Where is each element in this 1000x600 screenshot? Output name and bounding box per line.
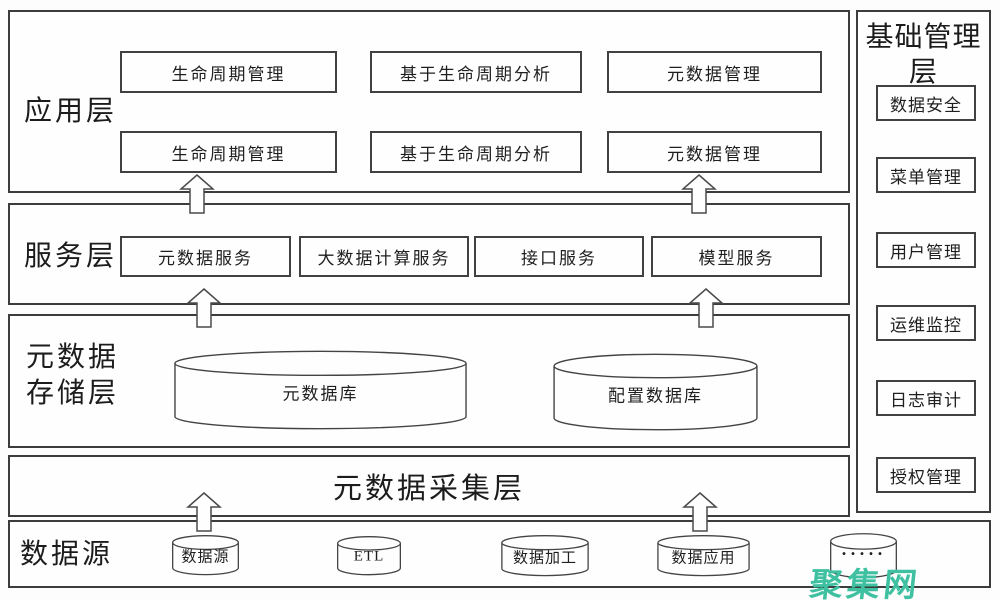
management-item: 数据安全 (876, 85, 976, 121)
service-box: 模型服务 (651, 236, 822, 277)
up-arrow-icon (186, 492, 222, 532)
datasource-layer-label: 数据源 (20, 539, 114, 570)
cylinder-label: ETL (353, 548, 385, 565)
service-layer-label: 服务层 (24, 241, 118, 272)
cylinder-label: 元数据库 (282, 384, 359, 404)
app-box: 基于生命周期分析 (370, 131, 582, 173)
watermark-text: 聚集网 (807, 566, 923, 600)
cylinder-label: 数据加工 (512, 550, 577, 567)
datasource-cylinder: 数据加工 (501, 535, 589, 577)
datasource-cylinder: ETL (337, 536, 401, 576)
storage-layer: 元数据存储层 元数据库 配置数据库 (8, 314, 850, 448)
database-cylinder: 元数据库 (172, 350, 469, 430)
app-box: 基于生命周期分析 (370, 51, 582, 93)
datasource-cylinder: 数据源 (172, 535, 239, 576)
management-item: 用户管理 (876, 232, 976, 268)
management-panel-title: 基础管理层 (865, 22, 982, 88)
application-layer-label: 应用层 (24, 96, 118, 127)
management-panel: 基础管理层 数据安全 菜单管理 用户管理 运维监控 日志审计 授权管理 (856, 10, 991, 513)
management-item: 日志审计 (876, 380, 976, 416)
service-box: 大数据计算服务 (299, 236, 469, 277)
ellipsis-label: ····· (840, 543, 886, 564)
management-item: 授权管理 (876, 457, 976, 493)
up-arrow-icon (179, 174, 215, 214)
service-box: 元数据服务 (120, 236, 291, 277)
datasource-layer: 数据源 数据源 ETL 数据加工 (8, 520, 991, 588)
datasource-cylinder: 数据应用 (657, 535, 750, 577)
up-arrow-icon (688, 288, 724, 328)
collection-layer: 元数据采集层 (8, 455, 850, 517)
management-item: 菜单管理 (876, 157, 976, 193)
up-arrow-icon (186, 288, 222, 328)
cylinder-label: 配置数据库 (608, 386, 703, 406)
application-layer: 应用层 生命周期管理 基于生命周期分析 元数据管理 生命周期管理 基于生命周期分… (8, 10, 850, 193)
up-arrow-icon (681, 174, 717, 214)
app-box: 生命周期管理 (120, 131, 337, 173)
service-box: 接口服务 (474, 236, 644, 277)
app-box: 元数据管理 (607, 51, 822, 93)
cylinder-label: 数据应用 (671, 550, 736, 567)
storage-layer-label: 元数据存储层 (26, 342, 120, 409)
service-layer: 服务层 元数据服务 大数据计算服务 接口服务 模型服务 (8, 203, 850, 305)
app-box: 生命周期管理 (120, 51, 337, 93)
management-item: 运维监控 (876, 305, 976, 341)
app-box: 元数据管理 (607, 131, 822, 173)
collection-layer-label: 元数据采集层 (332, 473, 525, 505)
up-arrow-icon (682, 492, 718, 532)
database-cylinder: 配置数据库 (552, 353, 759, 431)
datasource-cylinder-more: ····· (830, 533, 897, 579)
cylinder-label: 数据源 (181, 549, 230, 566)
